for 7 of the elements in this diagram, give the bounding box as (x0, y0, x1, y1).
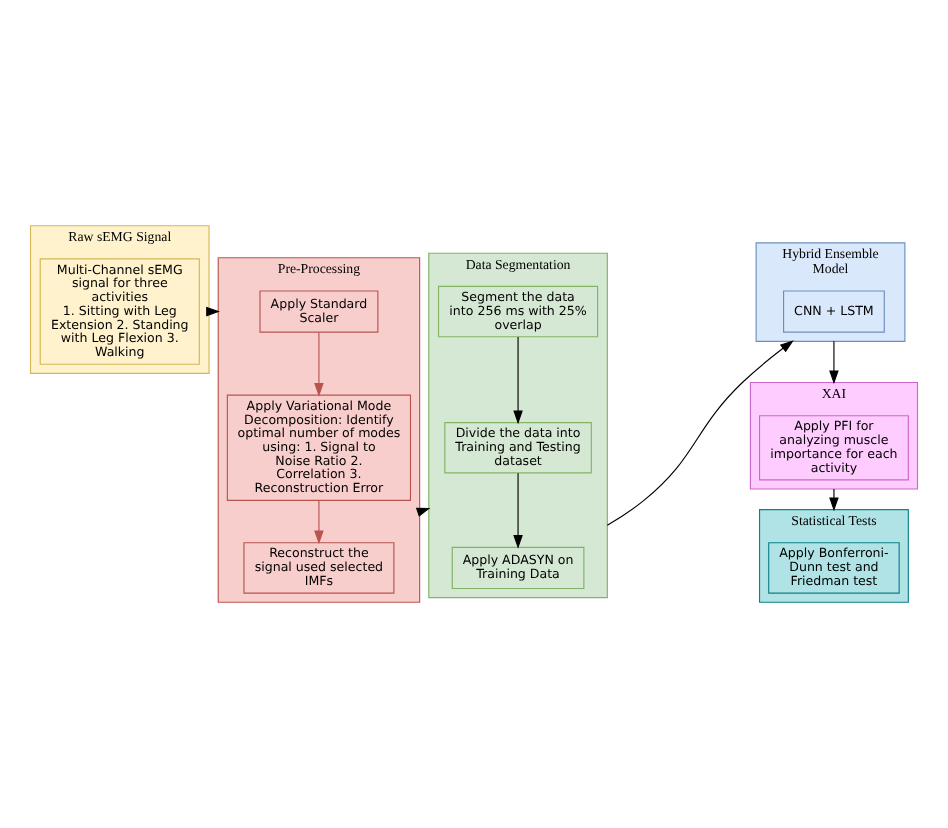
arrow (829, 488, 839, 512)
arrow (606, 340, 794, 526)
arrow (829, 340, 839, 385)
arrow (513, 336, 523, 425)
arrow (314, 331, 324, 397)
arrow (314, 500, 324, 545)
arrow (513, 472, 523, 549)
